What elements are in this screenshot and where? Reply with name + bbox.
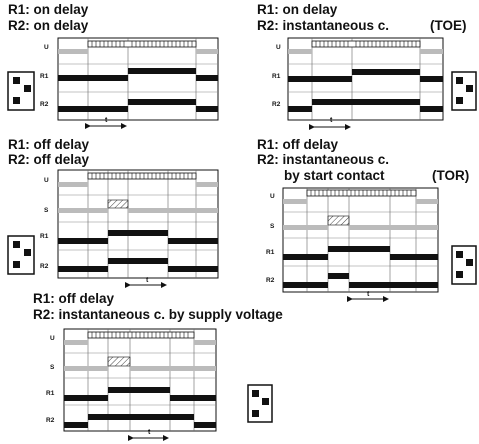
u-label: U <box>44 177 49 184</box>
t-label: t <box>367 291 370 298</box>
diagram-1: R1: on delay R2: on delay U R1 R2 t <box>7 2 219 129</box>
diagram-2-grid: U R1 R2 t <box>272 37 444 130</box>
r1-label: R1 <box>40 233 49 240</box>
r2-label: R2 <box>266 277 275 284</box>
diagram-2: R1: on delay R2: instantaneous c. (TOE) … <box>257 2 477 130</box>
diagram-2-title-r1: R1: on delay <box>257 2 338 17</box>
t-label: t <box>146 277 149 284</box>
u-label: U <box>50 335 55 342</box>
diagram-2-title-r2: R2: instantaneous c. <box>257 18 389 33</box>
r1-label: R1 <box>46 390 55 397</box>
diagram-4-tag: (TOR) <box>432 168 469 183</box>
diagram-5-title-r2: R2: instantaneous c. by supply voltage <box>33 307 283 322</box>
diagram-5-title-r1: R1: off delay <box>33 291 115 306</box>
diagram-1-title-r2: R2: on delay <box>8 18 89 33</box>
r2-label: R2 <box>40 101 49 108</box>
diagram-3-grid: U S R1 R2 t <box>40 169 219 288</box>
u-label: U <box>276 44 281 51</box>
diagram-4-grid: U S R1 R2 t <box>266 187 439 302</box>
s-label: S <box>270 223 275 230</box>
diagram-5: R1: off delay R2: instantaneous c. by su… <box>33 291 283 441</box>
s-label: S <box>44 207 49 214</box>
r2-label: R2 <box>46 417 55 424</box>
diagram-2-tag: (TOE) <box>430 18 467 33</box>
u-label: U <box>270 193 275 200</box>
diagram-4-title-start: by start contact <box>284 168 385 183</box>
diagram-1-title-r1: R1: on delay <box>8 2 89 17</box>
r2-label: R2 <box>40 263 49 270</box>
u-label: U <box>44 44 49 51</box>
t-label: t <box>105 117 108 124</box>
s-label: S <box>50 364 55 371</box>
diagram-5-grid: U S R1 R2 t <box>46 328 217 441</box>
diagram-3: R1: off delay R2: off delay U S R1 R2 <box>7 137 219 288</box>
r2-label: R2 <box>272 101 281 108</box>
r1-label: R1 <box>266 249 275 256</box>
r1-label: R1 <box>40 73 49 80</box>
diagram-4: R1: off delay R2: instantaneous c. by st… <box>257 137 477 302</box>
t-label: t <box>330 117 333 124</box>
r1-label: R1 <box>272 73 281 80</box>
diagram-4-title-r2: R2: instantaneous c. <box>257 152 389 167</box>
diagram-3-title-r2: R2: off delay <box>8 152 90 167</box>
diagram-3-title-r1: R1: off delay <box>8 137 90 152</box>
diagram-1-grid: U R1 R2 t <box>40 37 219 129</box>
t-label: t <box>148 429 151 436</box>
diagram-4-title-r1: R1: off delay <box>257 137 339 152</box>
